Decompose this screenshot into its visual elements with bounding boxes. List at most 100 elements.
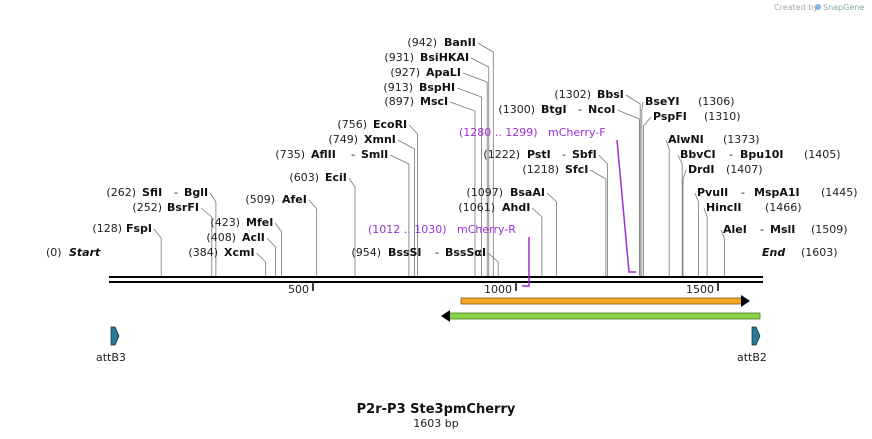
enzyme-label[interactable]: (1061) AhdI bbox=[458, 201, 530, 214]
enzyme-label[interactable]: (749) XmnI bbox=[328, 133, 395, 146]
credit-brand: SnapGene bbox=[823, 3, 864, 12]
primer-leader bbox=[616, 139, 636, 273]
enzyme-name: PvuII bbox=[697, 186, 728, 199]
primer-mcherry-r[interactable]: (1012 .. 1030) mCherry-R bbox=[368, 223, 530, 287]
enzyme-name: FspI bbox=[126, 222, 152, 235]
arrow-head-right-icon bbox=[741, 295, 750, 307]
enzyme-label[interactable]: (603) EciI bbox=[289, 171, 347, 184]
enzyme-leader-line bbox=[590, 169, 607, 276]
enzyme-label[interactable]: (954) BssSI - BssSαI bbox=[351, 246, 486, 259]
enzyme-name: BseYI bbox=[645, 95, 679, 108]
enzyme-position: (1466) bbox=[765, 201, 802, 214]
enzyme-label[interactable]: (252) BsrFI bbox=[132, 201, 199, 214]
enzyme-leader-line bbox=[390, 154, 410, 276]
enzyme-position: (509) bbox=[245, 193, 275, 206]
end-name: End bbox=[762, 246, 785, 259]
end-label: End (1603) bbox=[762, 246, 838, 259]
feature-attb3[interactable]: attB3 bbox=[96, 326, 126, 364]
enzyme-name: AclI bbox=[242, 231, 265, 244]
enzyme-name-2: BglI bbox=[184, 186, 208, 199]
start-position: (0) bbox=[46, 246, 62, 259]
enzyme-name-2: SbfI bbox=[572, 148, 597, 161]
enzyme-separator: - bbox=[741, 186, 745, 199]
enzyme-leader-line bbox=[408, 124, 418, 276]
enzyme-label[interactable]: (913) BspHI bbox=[383, 81, 455, 94]
credit-prefix: Created by bbox=[774, 3, 818, 12]
enzyme-leader-line bbox=[477, 42, 494, 276]
enzyme-label[interactable]: (423) MfeI bbox=[210, 216, 273, 229]
enzyme-label[interactable]: (1218) SfcI bbox=[522, 163, 588, 176]
attb3-arrow-icon bbox=[110, 326, 120, 346]
tick-label: 1000 bbox=[484, 283, 512, 296]
enzyme-separator: - bbox=[174, 186, 178, 199]
enzyme-label[interactable]: (384) XcmI bbox=[188, 246, 254, 259]
enzyme-leader-line bbox=[641, 101, 644, 276]
enzyme-leader-line bbox=[665, 139, 670, 276]
enzyme-label[interactable]: (1097) BsaAI bbox=[466, 186, 545, 199]
enzyme-position: (262) bbox=[106, 186, 136, 199]
enzyme-label[interactable]: (1222) PstI - SbfI bbox=[483, 148, 596, 161]
enzyme-leader-line bbox=[209, 192, 217, 276]
enzyme-separator: - bbox=[578, 103, 582, 116]
enzyme-position: (749) bbox=[328, 133, 358, 146]
primer-leader bbox=[522, 237, 530, 287]
enzyme-label[interactable]: (128) FspI bbox=[92, 222, 152, 235]
enzyme-position: (1097) bbox=[466, 186, 503, 199]
enzyme-label[interactable]: BbvCI - Bpu10I (1405) bbox=[680, 148, 841, 161]
map-title: P2r-P3 Ste3pmCherry bbox=[357, 402, 516, 417]
enzyme-label[interactable]: (931) BsiHKAI bbox=[384, 51, 469, 64]
snapgene-logo-icon bbox=[815, 4, 821, 10]
enzyme-position: (1373) bbox=[723, 133, 760, 146]
enzyme-label[interactable]: (1300) BtgI - NcoI bbox=[498, 103, 615, 116]
enzyme-label[interactable]: (927) ApaLI bbox=[390, 66, 461, 79]
enzyme-name: BsrFI bbox=[167, 201, 199, 214]
enzyme-leader-line bbox=[625, 94, 641, 276]
enzyme-label[interactable]: (942) BanII bbox=[407, 36, 475, 49]
enzyme-label[interactable]: PvuII - MspA1I (1445) bbox=[697, 186, 858, 199]
enzyme-name: MscI bbox=[420, 95, 448, 108]
enzyme-label[interactable]: (897) MscI bbox=[384, 95, 448, 108]
enzyme-label[interactable]: PspFI (1310) bbox=[653, 110, 741, 123]
green-feature-arrow[interactable] bbox=[441, 310, 761, 322]
enzyme-name: EciI bbox=[325, 171, 347, 184]
enzyme-labels: (128) FspI (252) BsrFI (262) SfiI - BglI… bbox=[92, 36, 857, 259]
enzyme-label[interactable]: DrdI (1407) bbox=[688, 163, 763, 176]
enzyme-leader-line bbox=[720, 229, 725, 276]
enzyme-label[interactable]: (509) AfeI bbox=[245, 193, 306, 206]
enzyme-label[interactable]: (735) AflII - SmlI bbox=[275, 148, 388, 161]
tick-1500: 1500 bbox=[686, 282, 719, 296]
enzyme-name: BanII bbox=[444, 36, 476, 49]
enzyme-separator: - bbox=[729, 148, 733, 161]
enzyme-label[interactable]: AlwNI (1373) bbox=[668, 133, 760, 146]
enzyme-name: MfeI bbox=[246, 216, 273, 229]
enzyme-name-2: MslI bbox=[770, 223, 795, 236]
enzyme-label[interactable]: HincII (1466) bbox=[706, 201, 802, 214]
orange-feature-arrow[interactable] bbox=[460, 295, 750, 307]
enzyme-label[interactable]: (408) AclI bbox=[206, 231, 265, 244]
enzyme-separator: - bbox=[351, 148, 355, 161]
enzyme-leader-line bbox=[546, 192, 557, 276]
feature-attb2[interactable]: attB2 bbox=[737, 326, 767, 364]
enzyme-position: (954) bbox=[351, 246, 381, 259]
primer-mcherry-f[interactable]: (1280 .. 1299) mCherry-F bbox=[459, 126, 636, 273]
enzyme-label[interactable]: BseYI (1306) bbox=[645, 95, 735, 108]
enzyme-position: (1061) bbox=[458, 201, 495, 214]
enzyme-label[interactable]: (1302) BbsI bbox=[554, 88, 623, 101]
enzyme-name-2: SmlI bbox=[361, 148, 388, 161]
tick-label: 1500 bbox=[686, 283, 714, 296]
enzyme-separator: - bbox=[435, 246, 439, 259]
enzyme-label[interactable]: AleI - MslI (1509) bbox=[723, 223, 848, 236]
enzyme-leader-line bbox=[462, 72, 488, 276]
enzyme-position: (897) bbox=[384, 95, 414, 108]
enzyme-position: (913) bbox=[383, 81, 413, 94]
enzyme-name: XmnI bbox=[364, 133, 396, 146]
enzyme-leader-line bbox=[643, 116, 652, 276]
enzyme-name: SfiI bbox=[142, 186, 162, 199]
enzyme-position: (384) bbox=[188, 246, 218, 259]
enzyme-label[interactable]: (262) SfiI - BglI bbox=[106, 186, 208, 199]
enzyme-label[interactable]: (756) EcoRI bbox=[337, 118, 407, 131]
enzyme-name: BtgI bbox=[541, 103, 567, 116]
primer-range: (1280 .. 1299) bbox=[459, 126, 538, 139]
enzyme-name: BsiHKAI bbox=[420, 51, 469, 64]
